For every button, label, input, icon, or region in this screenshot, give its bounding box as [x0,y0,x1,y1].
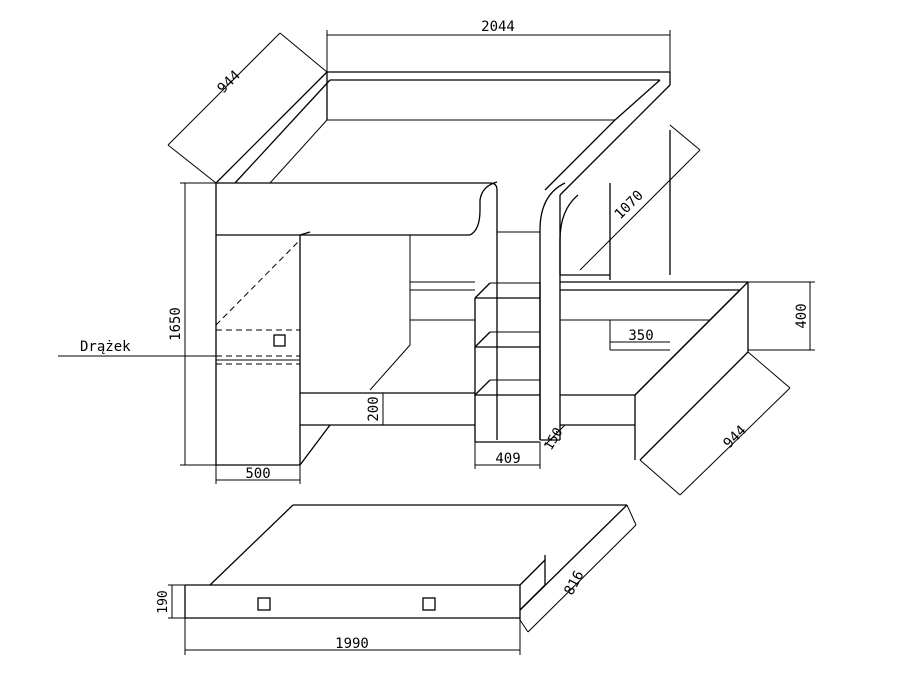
dimension-lines [58,30,815,655]
staircase [474,182,579,443]
dim-stair-depth: 150 [542,425,567,453]
dim-drawer-length: 1990 [335,636,369,652]
dim-total-height: 1650 [168,307,184,341]
dim-guard-height: 200 [366,396,382,421]
dim-lower-depth: 944 [721,423,750,452]
dim-stair-width: 409 [495,451,520,467]
dim-upper-bed-length: 1070 [612,188,647,223]
lower-bed [300,281,749,461]
dim-upper-depth: 944 [215,68,244,97]
dim-top-width: 2044 [481,19,515,35]
callout-label: Drążek [80,339,131,355]
dim-lower-height: 400 [794,303,810,328]
dim-drawer-depth: 816 [561,568,587,598]
left-cabinet [215,231,411,466]
dim-step: 350 [628,328,653,344]
dim-cabinet-width: 500 [245,466,270,482]
dim-drawer-height: 190 [156,590,171,613]
drawer [184,504,628,620]
dimension-labels: 2044 944 1070 1650 Drążek 400 350 944 20… [80,19,810,652]
upper-bed-frame [215,71,671,280]
